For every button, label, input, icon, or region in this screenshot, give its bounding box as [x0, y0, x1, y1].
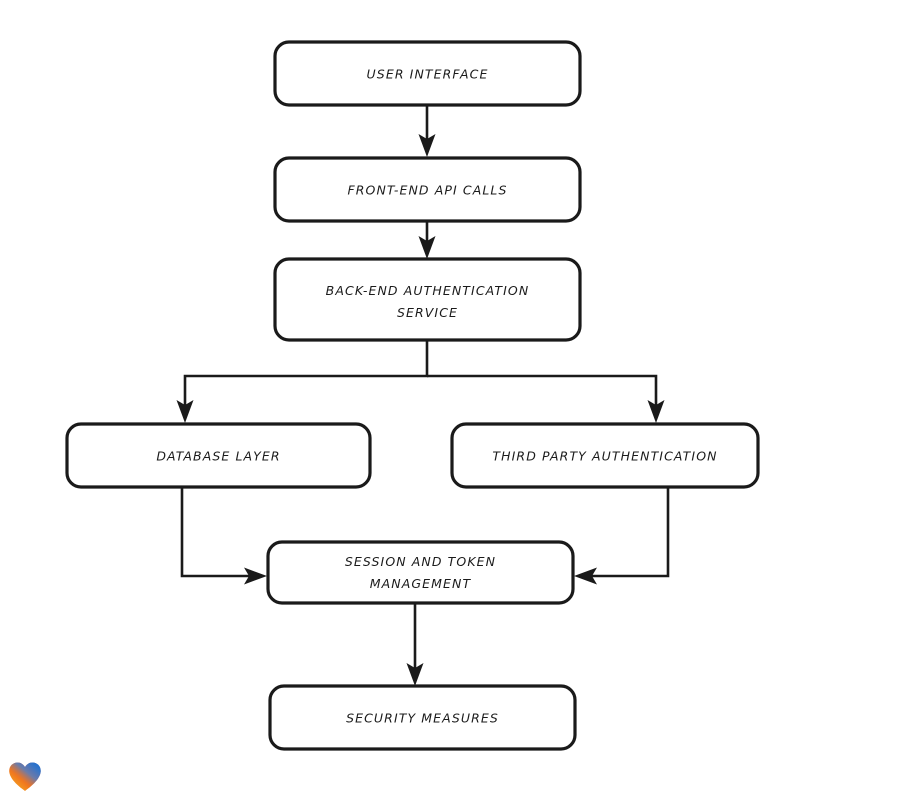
node-session-and-token-management[interactable]: SESSION AND TOKEN MANAGEMENT: [266, 540, 575, 605]
heart-icon: [9, 762, 41, 791]
node-session-and-token-management-label-line-2: MANAGEMENT: [370, 576, 472, 591]
edge-backend-to-branch-fork: [176, 340, 429, 423]
node-front-end-api-calls-label: FRONT-END API CALLS: [347, 183, 507, 198]
edge-thirdparty-to-session: [574, 487, 670, 585]
node-back-end-authentication-service[interactable]: BACK-END AUTHENTICATION SERVICE: [273, 257, 582, 342]
node-session-and-token-management-shape: [266, 540, 575, 605]
node-front-end-api-calls-shape: [273, 156, 582, 223]
node-database-layer-shape: [65, 422, 372, 489]
node-third-party-authentication[interactable]: THIRD PARTY AUTHENTICATION: [450, 422, 760, 489]
node-database-layer[interactable]: DATABASE LAYER: [65, 422, 372, 489]
node-user-interface-shape: [273, 40, 582, 107]
node-security-measures-label: SECURITY MEASURES: [346, 711, 499, 726]
edge-database-to-session: [180, 487, 267, 585]
node-back-end-authentication-service-shape: [273, 257, 582, 342]
node-session-and-token-management-label-line-1: SESSION AND TOKEN: [345, 554, 496, 569]
edge-session-to-security: [406, 603, 424, 686]
node-back-end-authentication-service-label-line-2: SERVICE: [397, 305, 458, 320]
node-front-end-api-calls[interactable]: FRONT-END API CALLS: [273, 156, 582, 223]
node-security-measures[interactable]: SECURITY MEASURES: [268, 684, 577, 751]
node-security-measures-shape: [268, 684, 577, 751]
node-back-end-authentication-service-label-line-1: BACK-END AUTHENTICATION: [326, 283, 530, 298]
node-user-interface[interactable]: USER INTERFACE: [273, 40, 582, 107]
edge-ui-to-api: [418, 105, 436, 157]
node-third-party-authentication-label: THIRD PARTY AUTHENTICATION: [492, 449, 717, 464]
node-third-party-authentication-shape: [450, 422, 760, 489]
edge-api-to-backend: [418, 221, 436, 259]
node-database-layer-label: DATABASE LAYER: [156, 449, 280, 464]
node-user-interface-label: USER INTERFACE: [367, 67, 489, 82]
edge-backend-to-thirdparty: [427, 374, 665, 423]
